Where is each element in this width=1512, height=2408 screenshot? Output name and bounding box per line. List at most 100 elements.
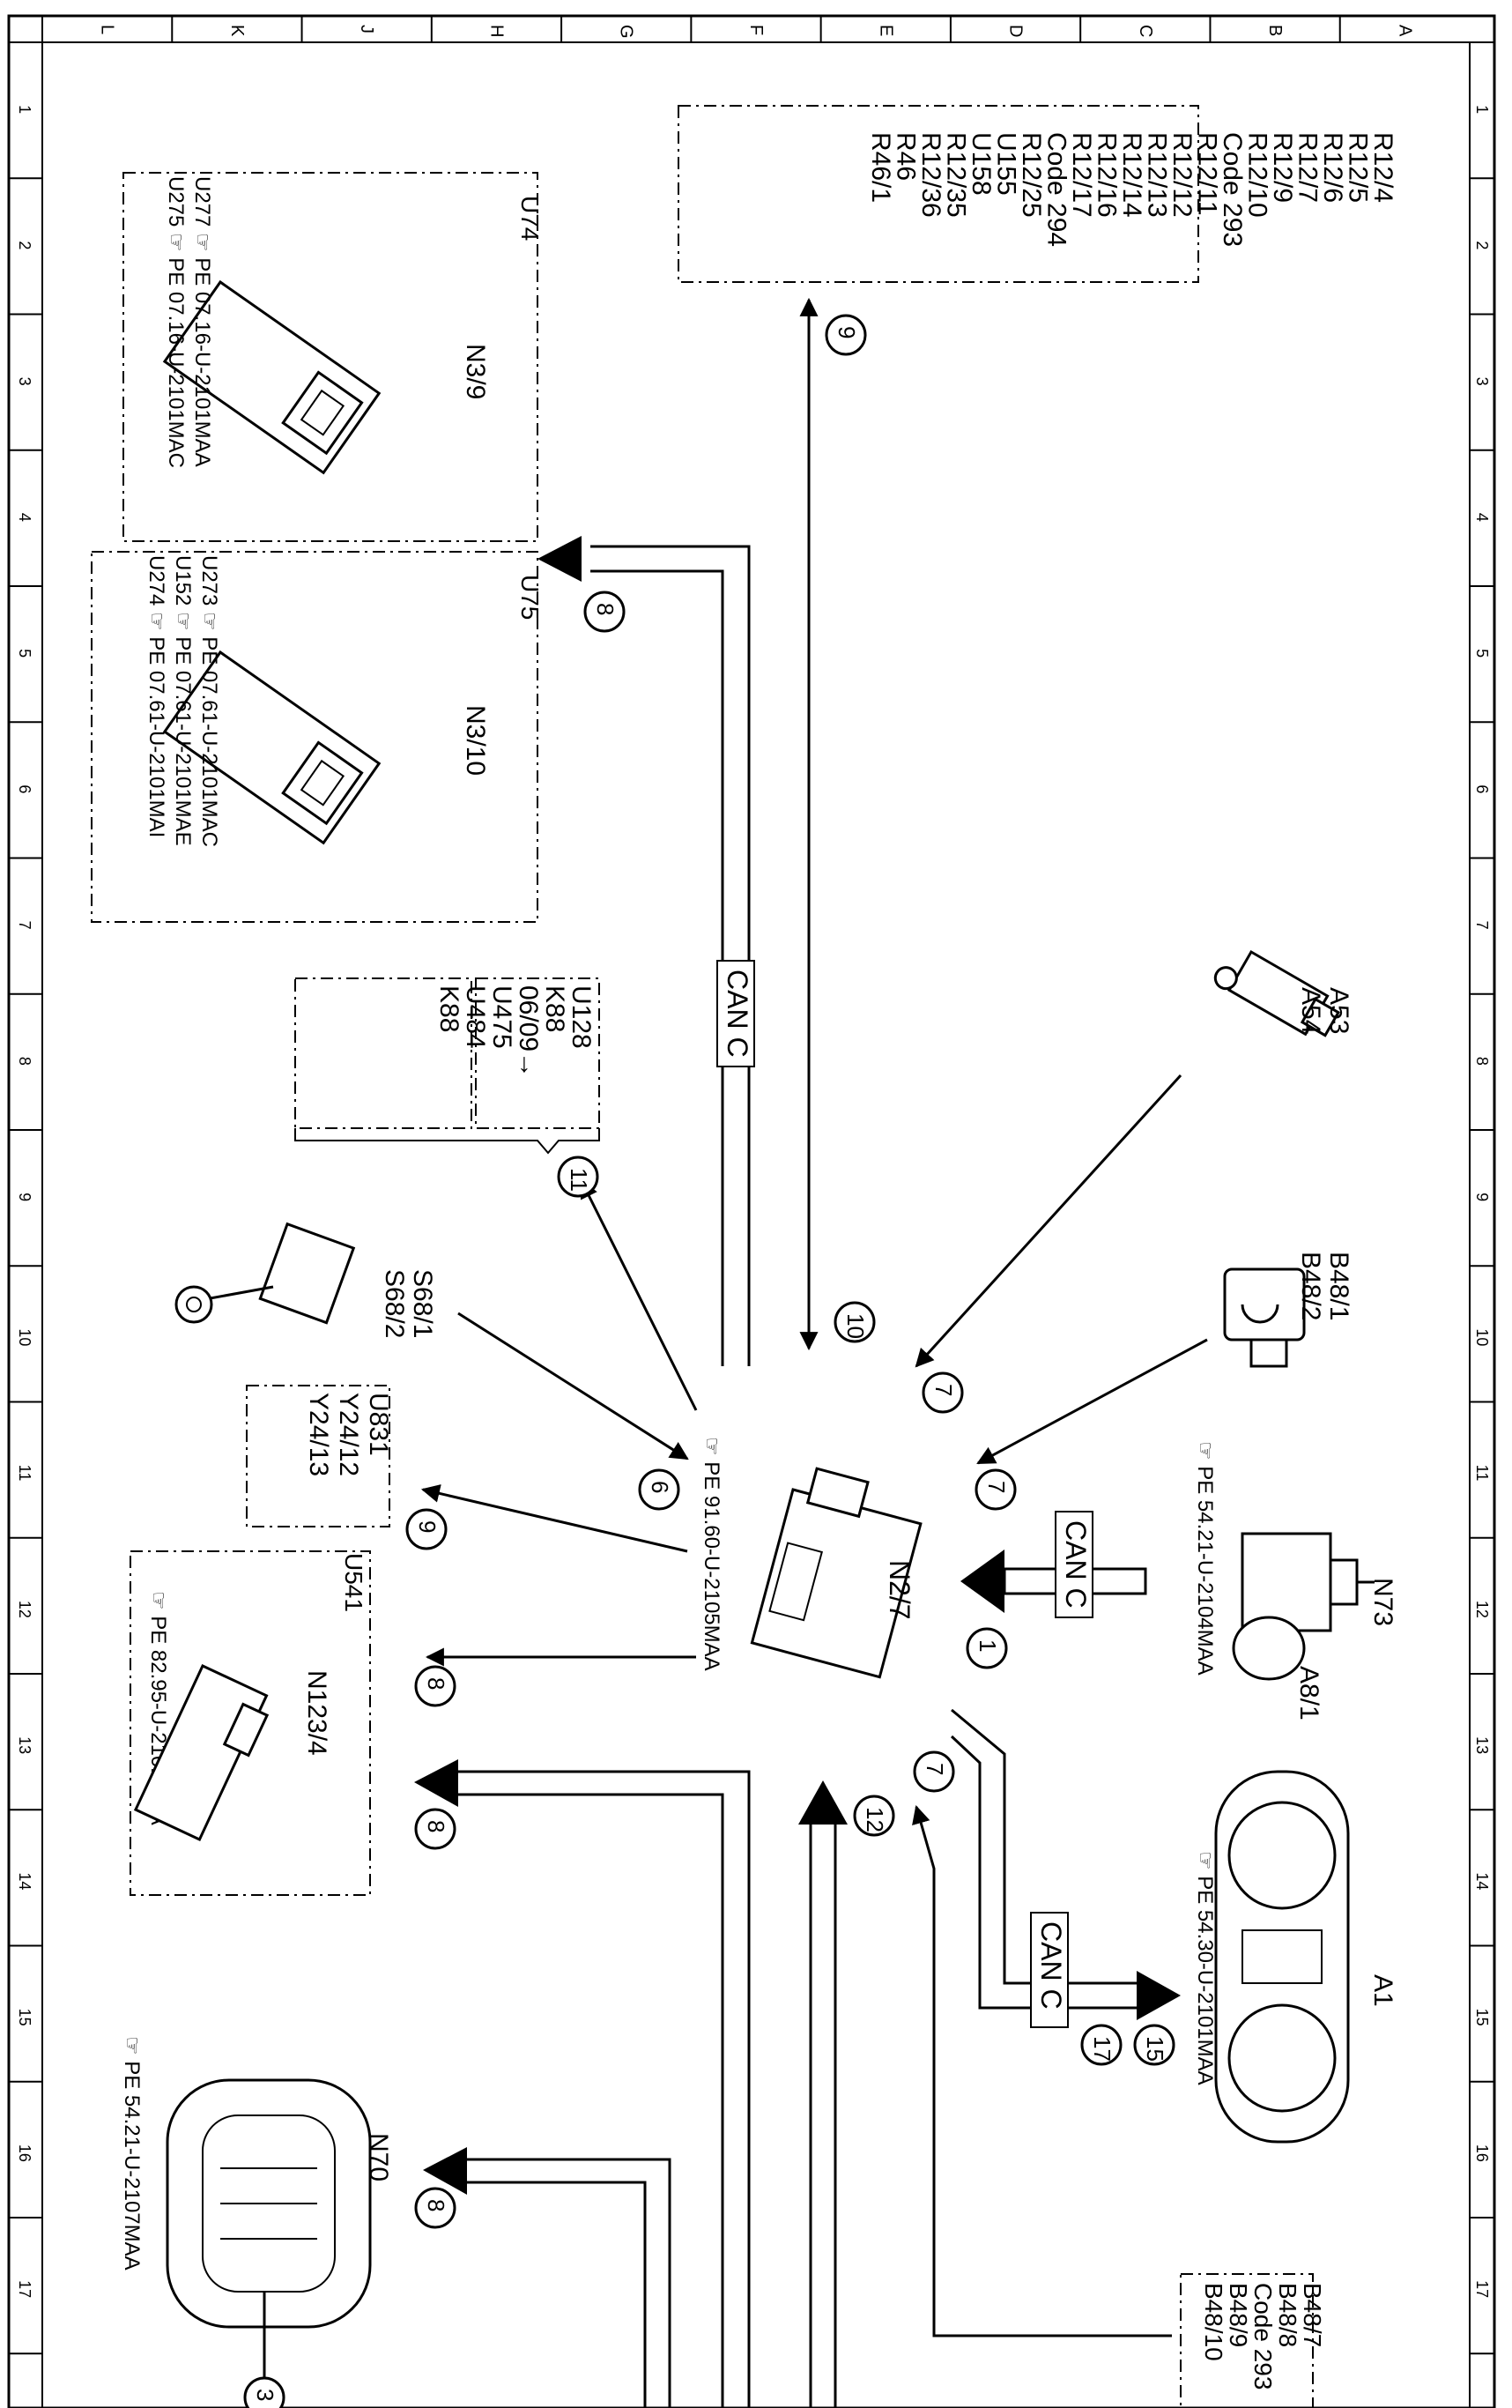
r12-line-17: R12/35 — [942, 132, 971, 218]
callout-circle-3 — [975, 1468, 1017, 1511]
callout-circle-2 — [922, 1371, 964, 1414]
callout-number-12: 11 — [566, 1168, 592, 1192]
can-c-bus-right: CAN C — [960, 1511, 1147, 1618]
callout-number-0: 1 — [975, 1639, 1001, 1652]
n3-9-id: N3/9 — [461, 344, 490, 399]
n73-ref: ☞ PE 54.21-U-2104MAA — [1193, 1441, 1217, 1676]
row-label-right-13: 14 — [1473, 1872, 1491, 1890]
row-label-right-5: 6 — [1473, 784, 1491, 793]
callout-number-9: 9 — [834, 326, 860, 338]
callout-circle-8 — [414, 2187, 456, 2229]
col-label-9: B — [1265, 25, 1285, 36]
callout-circle-0 — [966, 1627, 1008, 1669]
r12-line-13: Code 294 — [1042, 132, 1071, 247]
shift-lever-icon — [174, 1222, 356, 1325]
row-label-left-10: 11 — [16, 1465, 33, 1482]
col-label-4: G — [617, 25, 636, 39]
col-label-2: J — [357, 25, 376, 33]
arrow-7-a53 — [915, 1074, 1182, 1368]
arrow-9-y24 — [420, 1484, 688, 1553]
callout-circle-9 — [825, 314, 867, 356]
b48-bottom-line-4: B48/10 — [1200, 2283, 1227, 2361]
k88-line-4: U484 — [461, 985, 490, 1049]
row-label-right-16: 17 — [1473, 2280, 1491, 2298]
r12-line-5: R12/10 — [1243, 132, 1272, 218]
r12-line-10: R12/14 — [1117, 132, 1146, 218]
row-label-left-13: 14 — [16, 1872, 33, 1890]
row-label-left-2: 3 — [16, 377, 33, 386]
row-label-left-9: 10 — [16, 1328, 33, 1346]
row-label-left-7: 8 — [16, 1057, 33, 1066]
row-label-right-10: 11 — [1473, 1465, 1491, 1482]
callout-number-7: 8 — [423, 1820, 449, 1832]
r12-line-3: R12/7 — [1293, 132, 1323, 203]
n2-7-ref: ☞ PE 91.60-U-2105MAA — [700, 1437, 723, 1671]
r12-line-8: R12/12 — [1167, 132, 1197, 218]
n73-ignition-switch: N73 A8/1 ☞ PE 54.21-U-2104MAA — [1193, 1441, 1397, 1721]
y24-line-2: Y24/13 — [304, 1393, 333, 1476]
u74-ref-row-0: U277 ☞ PE 07.16-U-2101MAA — [190, 176, 214, 467]
n70-id: N70 — [364, 2133, 393, 2181]
callout-number-2: 7 — [930, 1384, 957, 1396]
row-label-left-0: 1 — [16, 105, 33, 114]
row-label-left-16: 17 — [16, 2280, 33, 2298]
u74-label: U74 — [516, 196, 544, 241]
instrument-cluster-icon — [1214, 1770, 1350, 2144]
u75-ref-row-0: U273 ☞ PE 07.61-U-2101MAC — [197, 555, 221, 847]
col-label-10: A — [1395, 25, 1414, 37]
can-c-label-1: CAN C — [722, 970, 753, 1058]
b48-bottom-line-2: Code 293 — [1249, 2283, 1277, 2389]
arrow-11-k88 — [580, 1179, 698, 1411]
row-label-right-15: 16 — [1473, 2144, 1491, 2162]
b48-top-line-1: B48/2 — [1296, 1252, 1325, 1320]
arrow-7-b48 — [976, 1338, 1208, 1465]
col-label-5: F — [746, 25, 766, 35]
k88-line-3: U475 — [487, 985, 516, 1049]
b48-bottom-line-1: B48/8 — [1274, 2283, 1301, 2347]
r12-line-14: R12/25 — [1017, 132, 1046, 218]
col-label-1: K — [227, 25, 247, 37]
arrow-6-s68 — [457, 1312, 689, 1460]
r12-line-9: R12/13 — [1143, 132, 1172, 218]
col-label-6: E — [876, 25, 895, 36]
n70-ref: ☞ PE 54.21-U-2107MAA — [120, 2036, 144, 2271]
col-label-7: D — [1006, 25, 1026, 37]
y24-line-1: Y24/12 — [334, 1393, 363, 1476]
n123-4-module-icon — [133, 1664, 270, 1841]
a53-icon — [1213, 949, 1340, 1037]
a8-1-id: A8/1 — [1294, 1666, 1323, 1721]
b48-top-line-0: B48/1 — [1324, 1252, 1353, 1320]
overhead-panel-icon — [166, 2078, 372, 2329]
callout-number-11: 10 — [842, 1313, 869, 1339]
u75-label: U75 — [516, 575, 544, 620]
callout-circle-16 — [243, 2376, 285, 2408]
b48-bottom-line-3: B48/9 — [1225, 2283, 1252, 2347]
callout-circle-10 — [405, 1508, 448, 1550]
r12-line-19: R46 — [892, 132, 921, 181]
callout-circle-5 — [583, 591, 626, 633]
callout-number-3: 7 — [983, 1481, 1010, 1493]
r12-line-6: Code 293 — [1218, 132, 1247, 247]
n2-7-module-icon — [750, 1467, 923, 1679]
row-label-left-15: 16 — [16, 2144, 33, 2162]
row-label-right-4: 5 — [1473, 649, 1491, 658]
a1-id: A1 — [1368, 1974, 1397, 2007]
can-c-label-2: CAN C — [1060, 1520, 1092, 1609]
col-label-0: L — [98, 25, 117, 34]
callout-number-13: 12 — [862, 1807, 888, 1832]
row-label-left-4: 5 — [16, 649, 33, 658]
callout-number-14: 15 — [1142, 2036, 1168, 2062]
row-label-left-3: 4 — [16, 513, 33, 522]
k88-line-2: 06/09→ — [514, 985, 543, 1078]
u75-module-box: U75 N3/10 U273 ☞ PE 07.61-U-2101MACU152 … — [91, 551, 544, 923]
row-label-right-2: 3 — [1473, 377, 1491, 386]
callout-number-15: 17 — [1089, 2036, 1115, 2062]
